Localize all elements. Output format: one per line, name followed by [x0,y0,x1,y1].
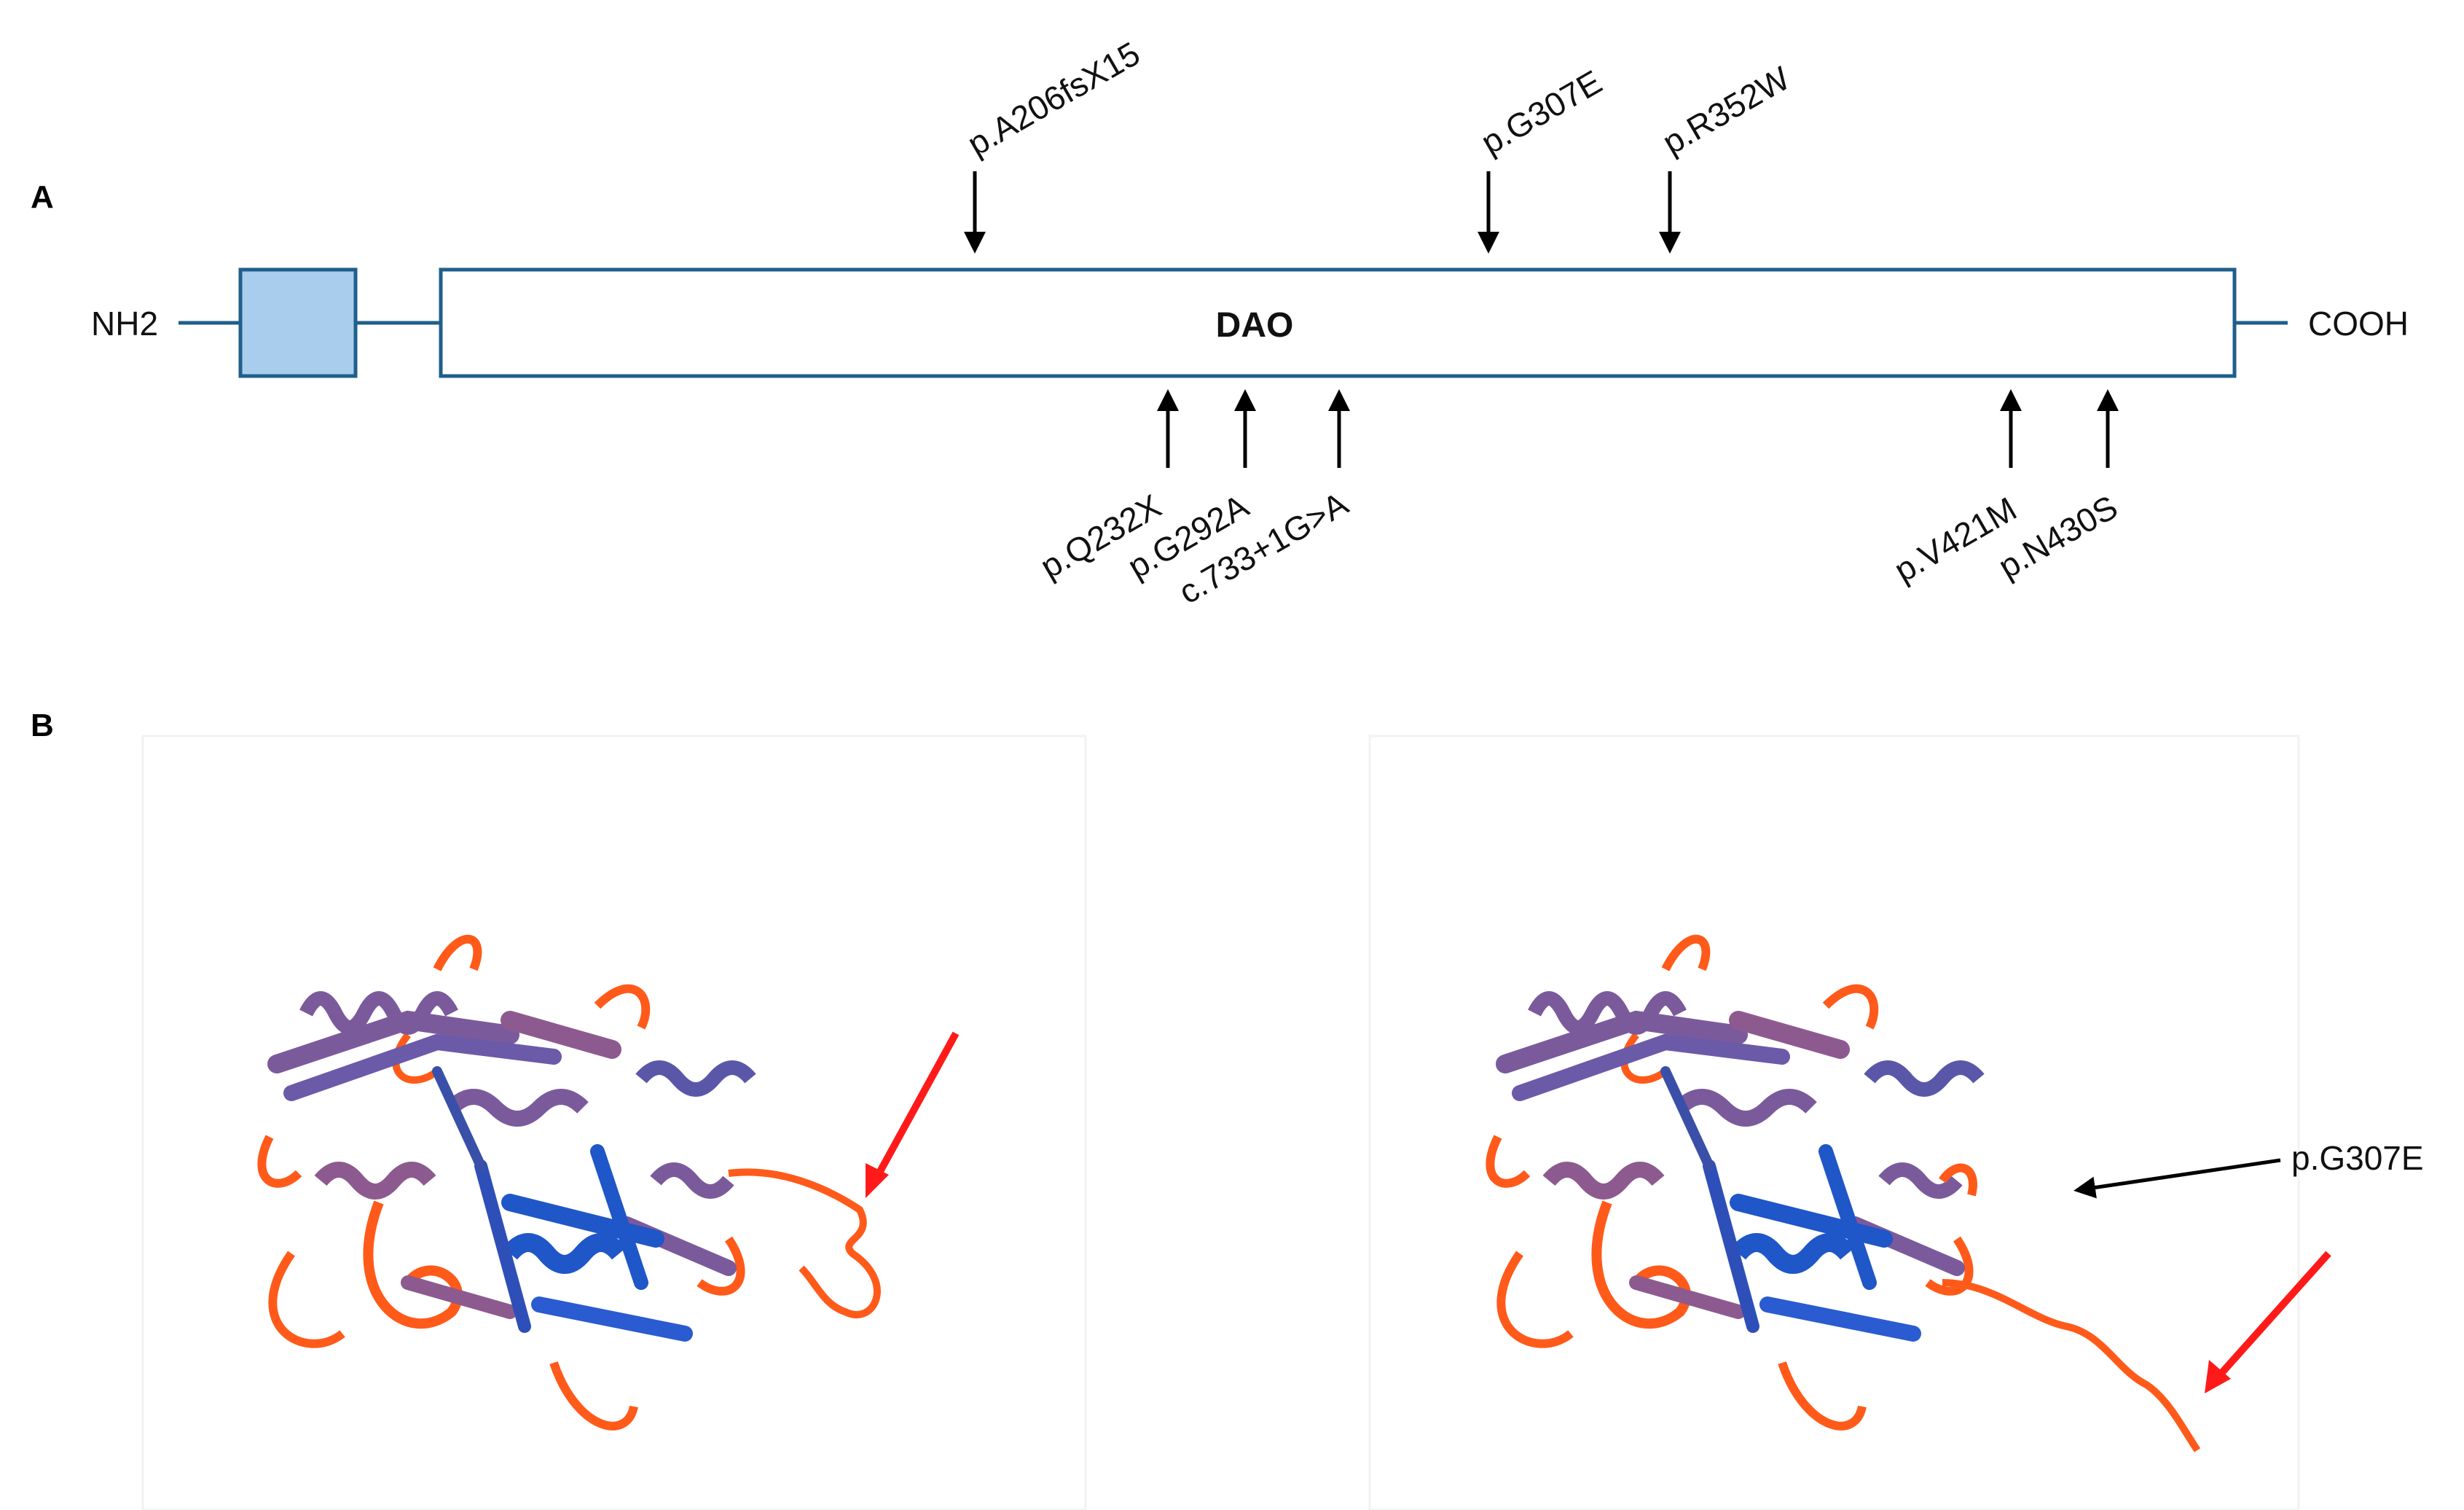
protein-structure-left [262,939,960,1426]
red-pointer-arrow [871,1031,960,1184]
mutation-label: p.G307E [1475,63,1608,162]
signal-peptide-box [238,267,358,378]
panel-a-letter: A [31,179,54,215]
n-terminus-label: NH2 [91,305,158,343]
mutation-marker-above: p.G307E [1475,63,1608,254]
annotation-label: p.G307E [2291,1139,2424,1177]
protein-structure-right [1490,939,2331,1452]
red-pointer-arrowhead [866,1163,889,1198]
annotation-arrow [2073,1158,2281,1199]
panel-a: A NH2 COOH DAO p.A206fsX15 p.G307E p.R35… [31,34,2409,611]
panel-b: B [31,708,2424,1510]
mutation-marker-above: p.A206fsX15 [961,34,1146,254]
orange-loop-right-tip [1939,1163,1977,1197]
c-terminus-label: COOH [2308,305,2409,343]
mutation-marker-above: p.R352W [1656,58,1797,254]
orange-loop-right [1942,1279,2201,1452]
red-pointer-arrowhead [2205,1360,2231,1393]
panel-b-letter: B [31,708,54,743]
structure-frame-left [141,735,1087,1510]
mutation-label: p.A206fsX15 [961,34,1146,163]
mutation-label: p.V421M [1888,490,2022,590]
dao-domain-box [439,267,2237,378]
mutation-label: p.N430S [1992,488,2124,586]
mutation-label: p.R352W [1656,58,1797,161]
mutation-marker-below: c.733+1G>A [1172,389,1354,611]
mutation-annotation-right: p.G307E [2073,1139,2424,1199]
red-pointer-arrow [2215,1251,2331,1380]
orange-loop-left [728,1168,881,1318]
dao-domain-label: DAO [1216,306,1294,345]
